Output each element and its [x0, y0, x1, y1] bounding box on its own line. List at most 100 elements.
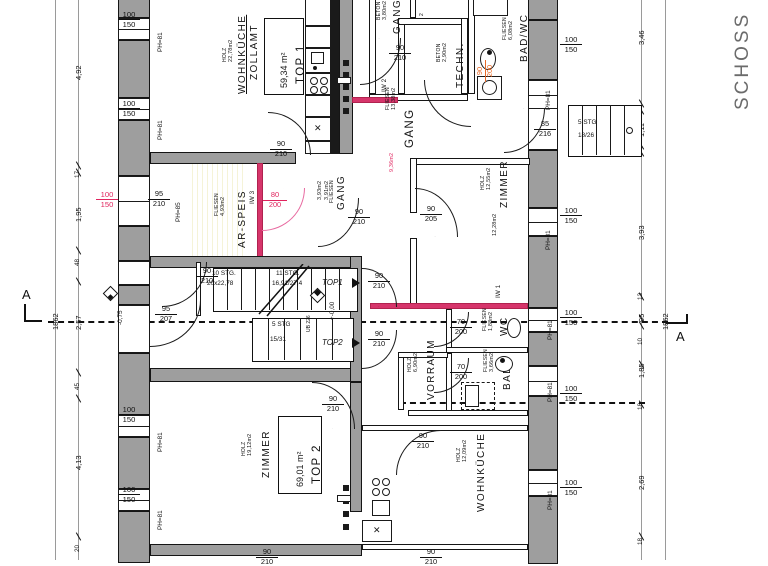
- door-swing-arc-arspeis: [262, 188, 305, 231]
- hob-burner: [310, 77, 318, 85]
- room-material-zollamt: HOLZ: [223, 47, 228, 62]
- exterior-wall-right: [528, 236, 558, 308]
- window-height-tag: 100 150: [118, 405, 140, 424]
- window-height-tag: 100 150: [560, 384, 582, 403]
- exterior-wall-left: [118, 285, 150, 305]
- window-height-tag: 100 150: [560, 478, 582, 497]
- hob-burner-bottom: [382, 488, 390, 496]
- room-area-zimmer-top2: 19,12m2: [248, 434, 253, 456]
- dim-left-7: 4,13: [75, 455, 83, 470]
- window-height-value: 150: [118, 495, 140, 504]
- window-height-value: 150: [560, 488, 582, 497]
- door-height-value: 210: [256, 558, 278, 566]
- window-height-value: 150: [560, 45, 582, 54]
- window-height-value: 150: [96, 200, 118, 209]
- appliance-x-mark-bottom: ✕: [373, 526, 381, 535]
- door-swing-arc-badwc: [424, 80, 471, 127]
- hob-burner: [310, 86, 318, 94]
- wall-symbol-bottom: [343, 511, 349, 517]
- stair-label-5stg-lower: 5 STG: [272, 322, 290, 328]
- wall-niche-bottom: [337, 495, 351, 502]
- plan-title: SCHOSS: [733, 12, 752, 110]
- window-height-value: 150: [560, 216, 582, 225]
- kitchen-counter-3: [305, 95, 331, 117]
- door-height-value: 207: [155, 315, 177, 324]
- kitchen-sink-basin: [311, 52, 324, 64]
- level-marker-left: [103, 286, 119, 302]
- window-height-tag: 100 150: [560, 206, 582, 225]
- wall-symbol: [343, 60, 349, 66]
- room-label-zollamt: ZOLLAMT: [250, 24, 260, 80]
- exterior-wall-left: [118, 120, 150, 176]
- stair-block-wall-bottom: [150, 368, 362, 382]
- exterior-wall-left-stair: [118, 261, 150, 285]
- wall-symbol-bottom: [343, 485, 349, 491]
- room-label-badwc: BAD/WC: [520, 14, 530, 62]
- unit-marker-top1: TOP1: [322, 279, 343, 287]
- window-width-value: 100: [560, 308, 582, 318]
- dim-left-4: 48: [75, 259, 81, 266]
- interior-wall-bad-bottom: [408, 410, 528, 416]
- window-width-value: 100: [118, 405, 140, 415]
- room-material-vorraum: HOLZ: [408, 357, 413, 372]
- window-label-ph81: PH=81: [546, 230, 552, 250]
- dim-left-1: 4,92: [75, 65, 83, 80]
- door-swing-arc-wohnkueche: [396, 430, 441, 475]
- door-height-value: 210: [420, 558, 442, 566]
- room-area-zollamt: 22,78m2: [229, 40, 234, 62]
- room-area-gang-top: 3,80m2: [383, 1, 388, 20]
- section-line-branch: [400, 402, 645, 404]
- stair-detail-11stg: 16,91/27,4: [272, 281, 302, 287]
- stair-tread-ext: [596, 105, 597, 155]
- level-value-mid: +-0,00: [330, 302, 336, 320]
- sink-drain: [487, 50, 492, 55]
- window-label-ph81: PH=81: [548, 320, 554, 340]
- door-height-value: 210: [148, 200, 170, 209]
- stair-label-5stg-ext: 5 STG: [578, 120, 596, 126]
- window-width-value: 100: [560, 206, 582, 216]
- window-label-ph81: PH=81: [158, 120, 164, 140]
- door-swing-arc-techn: [360, 38, 401, 85]
- exterior-wall-left: [118, 511, 150, 563]
- room-material-wohnkueche-bottom: HOLZ: [457, 447, 462, 462]
- window-height-tag: 100 150: [560, 308, 582, 327]
- appliance-x-mark: ✕: [314, 124, 322, 133]
- window-label-ph81: PH=81: [546, 90, 552, 110]
- exterior-wall-left: [118, 437, 150, 489]
- stair-tread-ext: [610, 105, 611, 155]
- section-label-right: A: [676, 330, 685, 343]
- unit-marker-arrow-top1: [352, 278, 360, 288]
- room-label-zimmer-top2: ZIMMER: [262, 430, 272, 478]
- unit-area-top1: 59,34 m²: [280, 52, 289, 88]
- wall-tag-iw1: IW 1: [496, 285, 502, 298]
- kitchen-sink-drain: [313, 66, 317, 70]
- interior-wall-zimmer-left-2: [410, 238, 417, 308]
- wall-tag-iw3: IW 3: [250, 191, 256, 204]
- window-width-value: 100: [560, 478, 582, 488]
- stair-tread: [325, 268, 326, 310]
- stair-lift-label: UB 226: [307, 315, 312, 332]
- dim-chain-right-outer: [665, 0, 666, 560]
- unit-area-top2: 69,01 m²: [296, 451, 305, 487]
- window-width-value: 100: [560, 384, 582, 394]
- window-height-tag-red: 100 150: [96, 190, 118, 209]
- interior-wall-top2-right: [350, 382, 362, 512]
- room-material-ar-speis: FLIESEN: [215, 193, 220, 216]
- unit-marker-top2: TOP2: [322, 339, 343, 347]
- window-height-value: 150: [118, 109, 140, 118]
- kitchen-sink-bottom: [372, 500, 390, 516]
- door-height-value: 200: [486, 60, 495, 82]
- door-tag-90-200-badwc: 90 200: [476, 60, 494, 82]
- door-swing-arc-wc: [434, 312, 469, 347]
- stair-tread-ext: [624, 105, 625, 155]
- exterior-wall-right: [528, 150, 558, 208]
- room-label-ar-speis: AR-SPEIS: [238, 190, 248, 248]
- room-area-vorraum: 6,90m2: [414, 353, 419, 372]
- stair-newel-post: [626, 127, 633, 134]
- door-swing-arc-zimmer: [415, 188, 458, 237]
- room-material-gang-top: BETON: [377, 1, 382, 20]
- room-material-techn: BETON: [437, 43, 442, 62]
- window-width-value: 100: [118, 10, 140, 20]
- room-area-badwc: 6,08m2: [509, 21, 514, 40]
- window-label-ph81: PH=81: [158, 432, 164, 452]
